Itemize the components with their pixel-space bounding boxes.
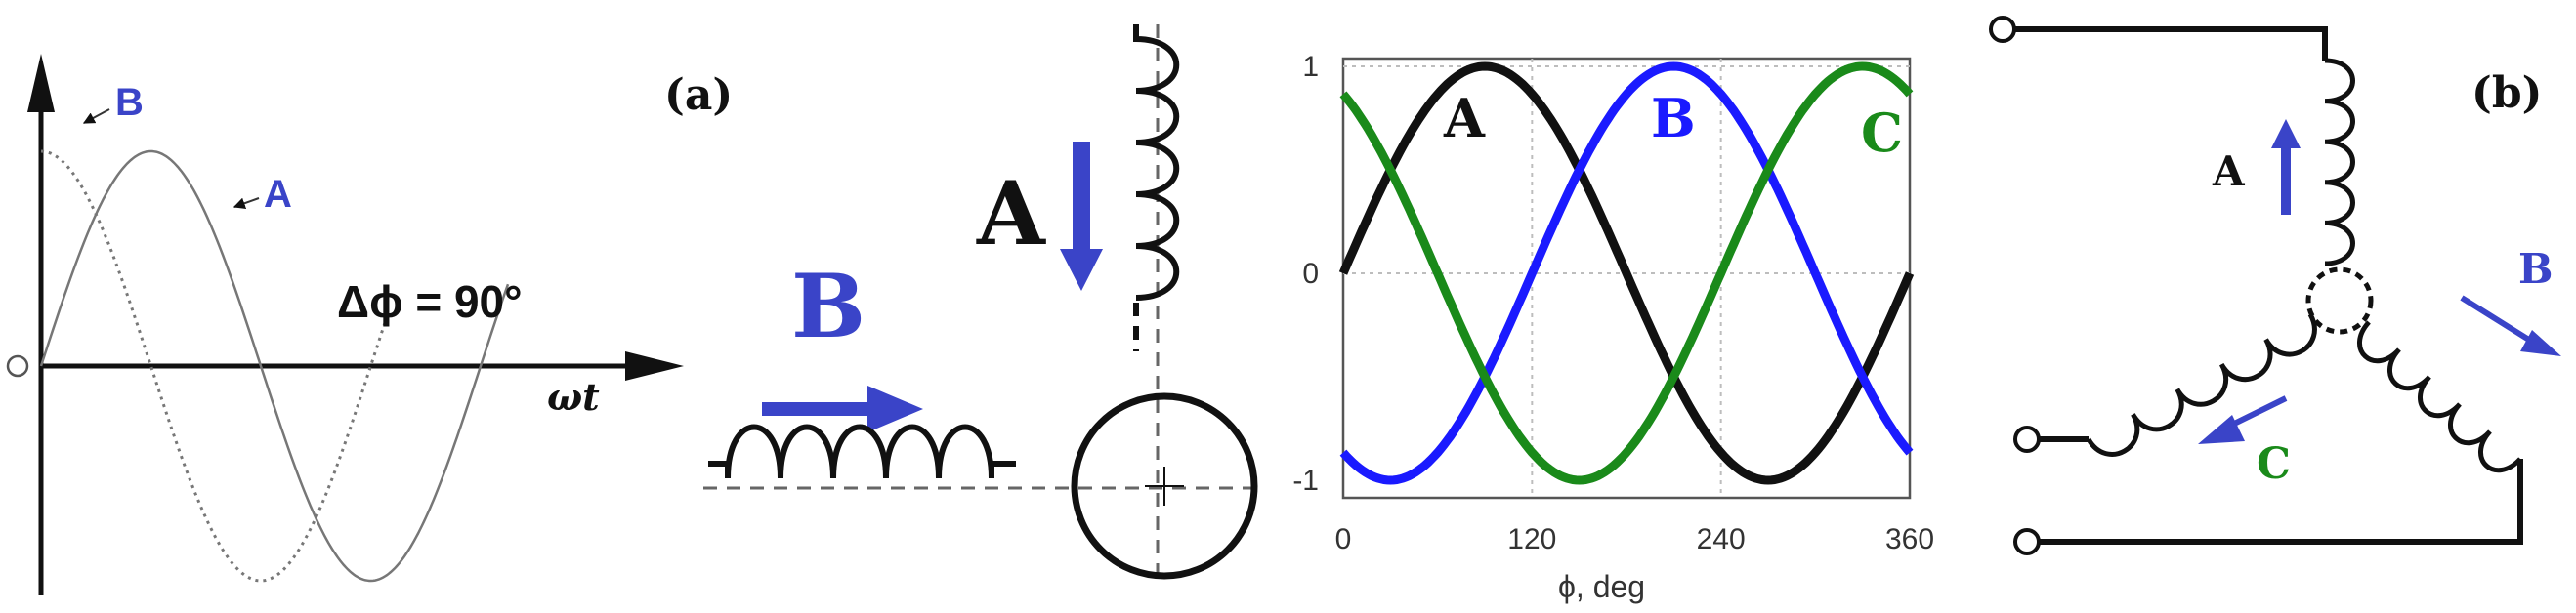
coil-panel-a: (a) A B bbox=[664, 24, 1260, 586]
coil-A bbox=[1133, 24, 1180, 301]
arrow-B-shaft bbox=[2460, 295, 2542, 349]
y-tick-label: 0 bbox=[1302, 258, 1319, 290]
coil-B-letter: B bbox=[791, 255, 866, 358]
chart-x-axis-label: ϕ, deg bbox=[1558, 569, 1645, 604]
x-tick-label: 0 bbox=[1335, 523, 1352, 555]
arrow-B-head bbox=[867, 386, 923, 432]
wire-bottom bbox=[2039, 459, 2523, 545]
label-A: A bbox=[264, 173, 292, 216]
terminal-top bbox=[1989, 16, 2016, 43]
wye-panel-b: (b) A B C bbox=[1989, 16, 2561, 555]
wye-label-A: A bbox=[2212, 147, 2246, 195]
series-label-B: B bbox=[1651, 87, 1696, 149]
wire-top bbox=[2014, 26, 2328, 61]
pointer-B bbox=[82, 108, 110, 124]
panel-tag-b: (b) bbox=[2471, 68, 2542, 118]
chart-ticks: 0 120 240 360 1 0 -1 bbox=[1292, 51, 1934, 555]
series-label-A: A bbox=[1443, 87, 1486, 149]
phase-panel: B A Δϕ = 90° ωt bbox=[6, 54, 684, 595]
phase-difference-label: Δϕ = 90° bbox=[337, 276, 523, 327]
terminal-bottom bbox=[2013, 528, 2041, 555]
origin-terminal bbox=[6, 354, 29, 378]
y-axis-arrow bbox=[27, 54, 55, 112]
x-tick-label: 240 bbox=[1697, 523, 1746, 555]
wye-label-C: C bbox=[2257, 439, 2291, 489]
panel-tag-a: (a) bbox=[664, 70, 733, 120]
arrow-C-head bbox=[2198, 415, 2245, 444]
arrow-B-shaft bbox=[762, 402, 869, 416]
terminal-mid bbox=[2013, 426, 2041, 453]
arrow-A-shaft bbox=[1073, 142, 1090, 249]
three-phase-chart: A B C 0 120 240 360 1 0 -1 ϕ, deg bbox=[1292, 51, 1934, 604]
series-line-C bbox=[1339, 61, 1914, 485]
arrow-A-up-shaft bbox=[2281, 146, 2291, 215]
coil-B bbox=[708, 424, 1016, 479]
wye-label-B: B bbox=[2518, 245, 2554, 293]
wye-coil-A bbox=[2324, 58, 2355, 266]
rotor-circle bbox=[1071, 392, 1258, 580]
x-tick-label: 360 bbox=[1885, 523, 1934, 555]
series-label-C: C bbox=[1861, 102, 1903, 164]
arrow-A-head bbox=[1060, 249, 1103, 291]
axis-label-omega-t: ωt bbox=[547, 375, 600, 419]
arrow-A-up-head bbox=[2271, 119, 2301, 148]
arrow-B-head bbox=[2520, 330, 2561, 356]
wave-A bbox=[39, 149, 510, 583]
coil-A-letter: A bbox=[976, 162, 1046, 266]
x-tick-label: 120 bbox=[1507, 523, 1556, 555]
pointer-A bbox=[232, 197, 260, 209]
series-line-A bbox=[1338, 61, 1915, 485]
wye-coil-C bbox=[2086, 312, 2317, 457]
x-axis-arrow bbox=[625, 351, 684, 381]
label-B: B bbox=[115, 81, 144, 124]
wye-coil-B bbox=[2357, 320, 2522, 473]
chart-series: A B C bbox=[1338, 61, 1915, 485]
series-line-B bbox=[1339, 61, 1914, 485]
y-tick-label: -1 bbox=[1292, 465, 1319, 497]
y-tick-label: 1 bbox=[1302, 51, 1319, 83]
neutral-point bbox=[2305, 266, 2374, 335]
